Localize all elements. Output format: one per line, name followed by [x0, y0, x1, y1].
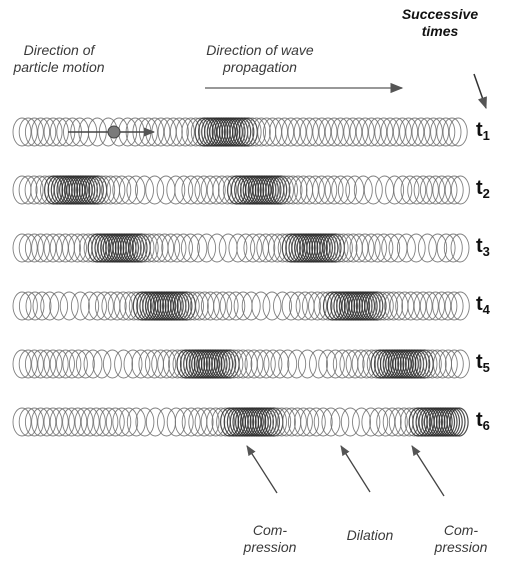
coil-loop [146, 408, 164, 436]
coil-loop [346, 176, 364, 204]
particle-marker [108, 126, 120, 138]
coil-loop [370, 408, 388, 436]
time-label-t4: t4 [476, 293, 490, 317]
coil-loop [158, 408, 176, 436]
coil-loop [271, 350, 289, 378]
compression-right-pointer [412, 446, 444, 496]
coil-loop [33, 292, 51, 320]
coil-loop [239, 350, 257, 378]
coil-loop [150, 234, 168, 262]
coil-loop [120, 292, 138, 320]
coil-loop [219, 234, 237, 262]
coil-loop [263, 292, 281, 320]
time-label-t1: t1 [476, 119, 490, 143]
coil-loop [289, 176, 307, 204]
coil-loop [434, 350, 452, 378]
coil-loop [394, 176, 412, 204]
coil-loop [196, 292, 214, 320]
coil-loop [298, 350, 316, 378]
coil-loop [157, 176, 175, 204]
coil-loop [223, 176, 241, 204]
springs-group [13, 118, 469, 436]
compression-right-label: Com- pression [424, 522, 498, 556]
coil-loop [252, 292, 270, 320]
time-label-t2: t2 [476, 177, 490, 201]
time-label-t3: t3 [476, 235, 490, 259]
coil-loop [163, 350, 181, 378]
spring-row-t6 [13, 408, 468, 436]
spring-row-t4 [13, 292, 469, 320]
coil-loop [389, 234, 407, 262]
coil-loop [229, 350, 247, 378]
coil-loop [175, 408, 193, 436]
time-label-t5: t5 [476, 351, 490, 375]
coil-loop [31, 176, 49, 204]
spring-row-t2 [13, 176, 469, 204]
dilation-label: Dilation [330, 527, 410, 544]
coil-loop [60, 292, 78, 320]
coil-loop [74, 234, 92, 262]
coil-loop [283, 408, 301, 436]
coil-loop [76, 350, 94, 378]
coil-loop [146, 176, 164, 204]
coil-loop [213, 176, 231, 204]
coil-loop [258, 118, 276, 146]
coil-loop [207, 408, 225, 436]
particle-motion-label: Direction of particle motion [4, 42, 114, 76]
coil-loop [234, 292, 252, 320]
coil-loop [395, 408, 413, 436]
coil-loop [344, 234, 362, 262]
dilation-pointer [341, 446, 370, 492]
coil-loop [237, 234, 255, 262]
coil-loop [341, 408, 359, 436]
coil-loop [418, 234, 436, 262]
coil-loop [376, 176, 394, 204]
successive-times-arrow [474, 74, 486, 108]
coil-loop [175, 176, 193, 204]
time-label-t6: t6 [476, 409, 490, 433]
coil-loop [354, 176, 372, 204]
coil-loop [132, 350, 150, 378]
compression-left-pointer [247, 446, 277, 493]
coil-loop [103, 350, 121, 378]
spring-row-t3 [13, 234, 469, 262]
coil-loop [364, 176, 382, 204]
coil-loop [407, 234, 425, 262]
coil-loop [390, 292, 408, 320]
coil-loop [437, 234, 455, 262]
coil-loop [405, 408, 423, 436]
coil-loop [208, 234, 226, 262]
spring-row-t5 [13, 350, 469, 378]
wave-propagation-label: Direction of wave propagation [190, 42, 330, 76]
successive-times-label: Successive times [400, 6, 480, 40]
coil-loop [269, 234, 287, 262]
compression-left-label: Com- pression [236, 522, 304, 556]
coil-loop [97, 176, 115, 204]
